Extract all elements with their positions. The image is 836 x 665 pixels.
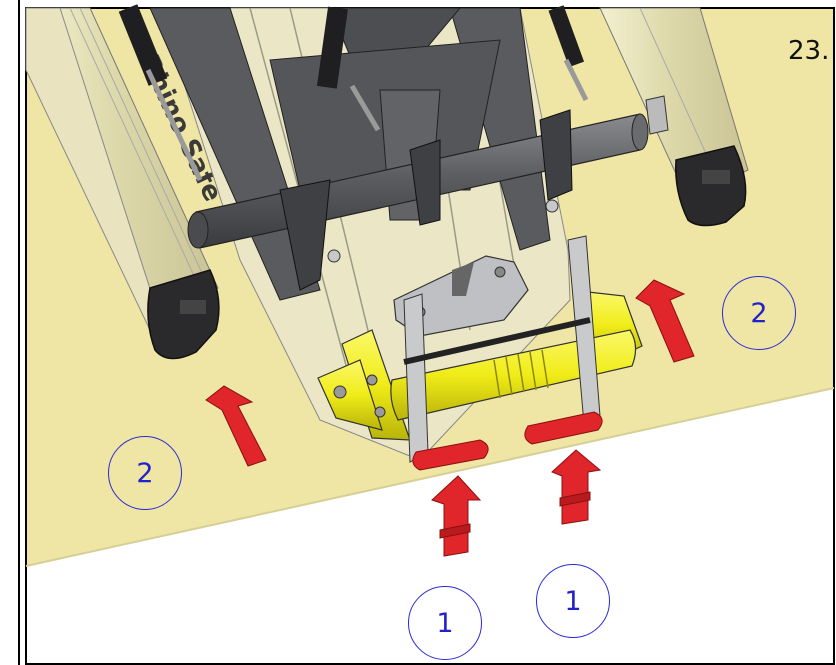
callout-2-left-label: 2 bbox=[136, 457, 154, 489]
lock-plate bbox=[393, 255, 529, 337]
callout-1-right-label: 1 bbox=[564, 585, 582, 617]
mount-plates bbox=[279, 95, 669, 291]
step-number: 23. bbox=[788, 36, 830, 66]
right-rail bbox=[599, 7, 749, 227]
red-pad-left bbox=[412, 439, 489, 471]
left-rail-foot bbox=[147, 269, 220, 360]
callout-1-left: 1 bbox=[408, 586, 482, 660]
red-pad-right bbox=[524, 411, 603, 445]
yellow-bracket bbox=[317, 235, 643, 463]
callout-2-right-label: 2 bbox=[750, 297, 768, 329]
arrow-2-right bbox=[635, 279, 695, 363]
arrow-1-right bbox=[551, 449, 602, 525]
callout-2-left: 2 bbox=[108, 436, 182, 510]
callout-2-right: 2 bbox=[722, 276, 796, 350]
callout-1-left-label: 1 bbox=[436, 607, 454, 639]
arrow-2-left bbox=[205, 385, 267, 467]
arrow-1-left bbox=[431, 475, 482, 557]
right-rail-foot bbox=[675, 145, 747, 227]
callout-1-right: 1 bbox=[536, 564, 610, 638]
